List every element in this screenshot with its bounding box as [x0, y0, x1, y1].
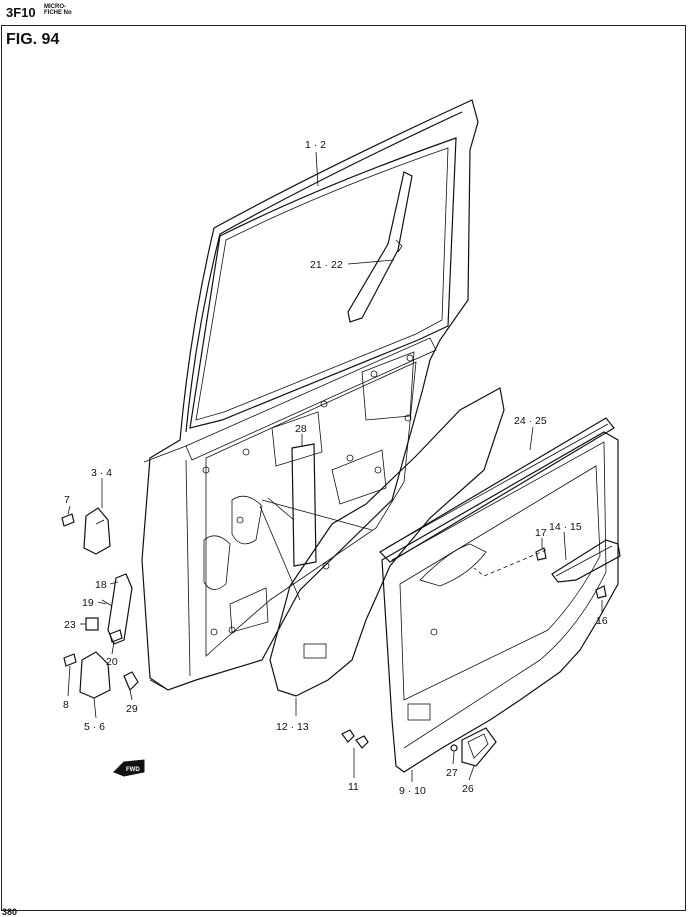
callout-21-22: 21 · 22 [310, 259, 343, 271]
callout-5-6: 5 · 6 [84, 721, 105, 733]
bolt-7 [61, 513, 75, 527]
bolt-8 [63, 653, 77, 667]
callout-27: 27 [446, 767, 458, 779]
door-garnish-strip [379, 417, 615, 563]
part-23-pad [85, 617, 99, 631]
screws-11 [341, 729, 369, 749]
upper-hinge [83, 507, 111, 555]
callout-29: 29 [126, 703, 138, 715]
callout-7: 7 [64, 494, 70, 506]
part-12-13-screen [269, 387, 505, 697]
microfiche-label-line1: MICRO- [44, 4, 66, 10]
bolt-20 [109, 629, 123, 643]
figure-title: FIG. 94 [6, 31, 60, 48]
callout-17: 17 [535, 527, 547, 539]
leader-lines [67, 151, 603, 782]
callout-19: 19 [82, 597, 94, 609]
callout-24-25: 24 · 25 [514, 415, 547, 427]
inside-handle-bezel [461, 727, 497, 767]
callout-18: 18 [95, 579, 107, 591]
plug-29 [123, 671, 139, 692]
figure-frame [1, 25, 686, 911]
callout-26: 26 [462, 783, 474, 795]
cap-27 [450, 744, 458, 752]
microfiche-label: MICRO- FICHE No [44, 4, 72, 16]
clip-17 [535, 547, 547, 561]
forward-direction-label: FWD [126, 767, 140, 773]
callout-9-10: 9 · 10 [399, 785, 426, 797]
callout-20: 20 [106, 656, 118, 668]
callout-23: 23 [64, 619, 76, 631]
microfiche-label-line2: FICHE No [44, 10, 72, 16]
callout-14-15: 14 · 15 [549, 521, 582, 533]
part-28-strip [291, 443, 317, 567]
callout-12-13: 12 · 13 [276, 721, 309, 733]
arm-rest [473, 539, 621, 583]
callout-8: 8 [63, 699, 69, 711]
callout-11: 11 [348, 781, 359, 793]
screw-16 [595, 585, 607, 599]
forward-direction-arrow: FWD [113, 759, 145, 777]
door-shell [141, 99, 479, 691]
door-check [101, 573, 133, 645]
microfiche-code: 3F10 [6, 5, 36, 20]
callout-3-4: 3 · 4 [91, 467, 112, 479]
door-trim-board [381, 431, 619, 773]
callout-28: 28 [295, 423, 307, 435]
lower-hinge [79, 651, 111, 699]
callout-1-2: 1 · 2 [305, 139, 326, 151]
callout-labels: 1 · 2 21 · 22 28 24 · 25 14 · 15 17 16 3… [63, 139, 608, 797]
callout-16: 16 [596, 615, 608, 627]
page-number: 380 [2, 907, 18, 917]
